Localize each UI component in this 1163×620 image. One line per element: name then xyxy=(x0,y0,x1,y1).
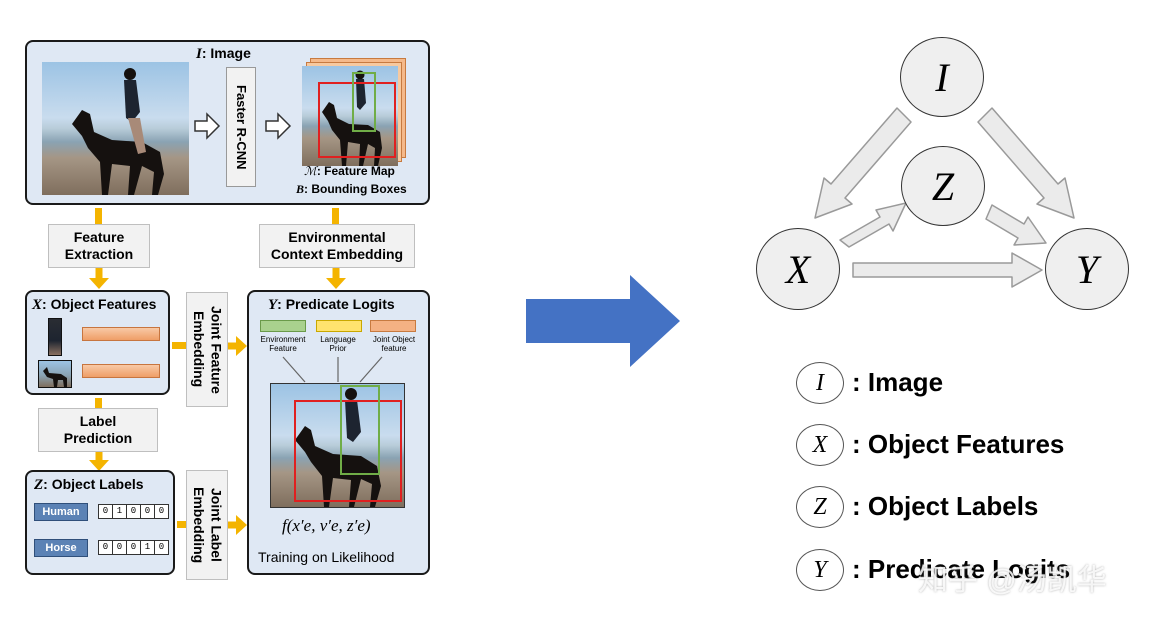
person-crop xyxy=(48,318,62,356)
legend-symbol-y: Y xyxy=(796,549,844,591)
boxes-caption: B: Bounding Boxes xyxy=(296,182,407,197)
boxes-symbol: B xyxy=(296,182,305,196)
feature-map-text: : Feature Map xyxy=(316,164,395,178)
feature-map-caption: ℳ: Feature Map xyxy=(304,164,395,179)
label-prediction-label: Label Prediction xyxy=(63,412,133,447)
y-symbol: Y xyxy=(268,297,278,313)
node-x: X xyxy=(756,228,840,310)
legend-symbol-i: I xyxy=(796,362,844,404)
onehot-cell: 0 xyxy=(158,506,165,516)
image-symbol: I xyxy=(196,46,202,62)
hollow-arrow-2 xyxy=(265,112,292,140)
object-labels-panel xyxy=(25,470,175,575)
flow-arrow-shaft xyxy=(95,208,102,224)
predicate-horse-silhouette xyxy=(295,388,381,507)
transform-arrow xyxy=(526,275,680,367)
onehot-cell: 0 xyxy=(99,541,113,554)
label-prediction-box: Label Prediction xyxy=(38,408,158,452)
env-context-label: Environmental Context Embedding xyxy=(270,228,404,263)
edge-x-z xyxy=(839,202,907,248)
onehot-cell: 1 xyxy=(141,541,155,554)
flow-arrow-head xyxy=(228,336,247,356)
onehot-cell: 1 xyxy=(113,505,127,518)
horse-label-chip: Horse xyxy=(34,539,88,557)
onehot-cell: 0 xyxy=(127,541,141,554)
node-y: Y xyxy=(1045,228,1129,310)
green-bounding-box xyxy=(340,385,380,475)
env-context-box: Environmental Context Embedding xyxy=(259,224,415,268)
feature-extraction-label: Feature Extraction xyxy=(64,228,134,263)
legend-symbol-x: X xyxy=(796,424,844,466)
faster-rcnn-box: Faster R-CNN xyxy=(226,67,256,187)
object-labels-title: Z: Object Labels xyxy=(34,476,144,494)
red-bounding-box xyxy=(318,82,396,158)
faster-rcnn-label: Faster R-CNN xyxy=(234,84,250,170)
z-symbol: Z xyxy=(34,477,44,493)
language-prior-label: Language Prior xyxy=(320,335,356,354)
node-i: I xyxy=(900,37,984,117)
edge-z-y xyxy=(985,204,1047,246)
joint-label-label: Joint Label Embedding xyxy=(191,486,225,564)
flow-arrow-head xyxy=(228,515,247,535)
flow-arrow-head xyxy=(326,268,346,289)
legend-text-z: : Object Labels xyxy=(852,491,1039,521)
predicate-logits-title: Y: Predicate Logits xyxy=(268,296,395,314)
flow-arrow-shaft xyxy=(332,208,339,224)
joint-object-feature-chip xyxy=(370,320,416,332)
horse-feature-bar xyxy=(82,364,160,378)
horse-onehot: 0 0 0 1 0 xyxy=(98,540,169,555)
flow-arrow-shaft xyxy=(95,398,102,410)
red-bounding-box xyxy=(294,400,402,502)
joint-feature-box: Joint Feature Embedding xyxy=(186,292,228,407)
x-title-text: : Object Features xyxy=(42,296,157,312)
feature-map-symbol: ℳ xyxy=(304,164,317,178)
flow-arrow-shaft xyxy=(172,342,186,349)
image-title-text: : Image xyxy=(201,45,251,61)
flow-arrow-shaft xyxy=(177,521,186,528)
image-panel-title: I: Image xyxy=(196,45,251,63)
z-title-text: : Object Labels xyxy=(43,476,144,492)
horse-rider-silhouette xyxy=(72,68,164,195)
boxes-text: : Bounding Boxes xyxy=(304,182,407,196)
green-bounding-box xyxy=(352,72,376,132)
feature-extraction-box: Feature Extraction xyxy=(48,224,150,268)
joint-feature-label: Joint Feature Embedding xyxy=(191,305,225,394)
joint-label-box: Joint Label Embedding xyxy=(186,470,228,580)
chip-connectors xyxy=(282,356,383,383)
onehot-cell: 0 xyxy=(113,541,127,554)
node-z: Z xyxy=(901,146,985,226)
human-label-chip: Human xyxy=(34,503,88,521)
watermark: 知乎 @汤凯华 xyxy=(918,564,1107,597)
joint-object-feature-label: Joint Object feature xyxy=(372,335,416,354)
horse-crop xyxy=(38,360,72,388)
environment-feature-label: Environment Feature xyxy=(260,335,306,354)
onehot-cell: 0 xyxy=(99,505,113,518)
environment-feature-chip xyxy=(260,320,306,332)
predicate-photo xyxy=(270,383,405,508)
onehot-cell: 0 xyxy=(127,505,141,518)
onehot-cell: 0 xyxy=(141,505,155,518)
y-title-text: : Predicate Logits xyxy=(277,296,395,312)
x-symbol: X xyxy=(32,297,43,313)
training-caption: Training on Likelihood xyxy=(258,549,395,565)
flow-arrow-head xyxy=(89,452,109,471)
legend-text-i: : Image xyxy=(852,367,944,397)
edge-i-y xyxy=(977,107,1075,219)
language-prior-chip xyxy=(316,320,362,332)
horse-crop-silhouette xyxy=(43,367,67,387)
legend-text-y: : Predicate Logits xyxy=(852,554,1071,584)
likelihood-formula: f(x′e, v′e, z′e) xyxy=(282,516,371,535)
hollow-arrow-1 xyxy=(194,112,221,140)
human-onehot: 0 1 0 0 0 xyxy=(98,504,169,519)
person-feature-bar xyxy=(82,327,160,341)
legend-text-x: : Object Features xyxy=(852,429,1065,459)
edge-x-y xyxy=(852,252,1043,288)
onehot-cell: 0 xyxy=(158,542,165,552)
edge-i-x xyxy=(814,107,912,219)
object-features-title: X: Object Features xyxy=(32,296,156,314)
input-photo xyxy=(42,62,189,195)
flow-arrow-head xyxy=(89,268,109,289)
legend-symbol-z: Z xyxy=(796,486,844,528)
